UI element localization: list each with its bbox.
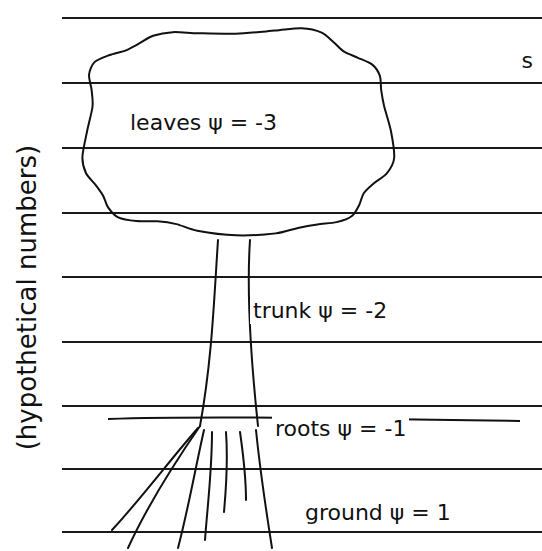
tree-canopy: leaves ψ = -3	[75, 20, 397, 242]
value-label: s	[519, 48, 536, 74]
value-label: roots ψ = -1	[272, 416, 409, 442]
value-label: trunk ψ = -2	[250, 298, 390, 324]
tree-roots	[112, 426, 272, 548]
tree-trunk	[200, 240, 258, 426]
side-note: (hypothetical numbers)	[12, 142, 43, 453]
value-label: ground ψ = 1	[302, 500, 454, 526]
canopy-outline-path	[82, 28, 394, 235]
part-label: leaves ψ = -3	[127, 110, 280, 136]
ruled-lines	[62, 18, 542, 532]
